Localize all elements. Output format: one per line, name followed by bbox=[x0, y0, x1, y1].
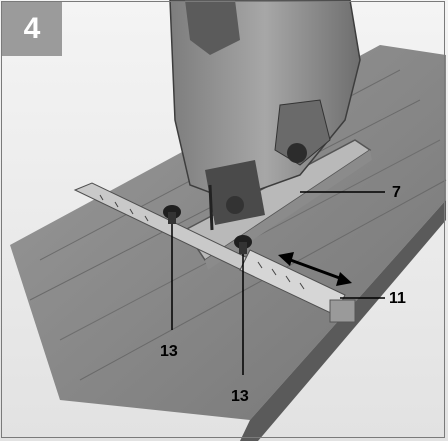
parallel-guide bbox=[73, 182, 356, 323]
figure-number: 4 bbox=[23, 12, 41, 45]
callout-7: 7 bbox=[392, 184, 401, 201]
callout-13-left: 13 bbox=[160, 343, 178, 360]
double-arrow-icon bbox=[278, 252, 352, 286]
locking-knob-left bbox=[163, 205, 181, 224]
callout-11: 11 bbox=[389, 290, 406, 307]
figure-number-badge: 4 bbox=[2, 2, 62, 56]
jigsaw-body bbox=[169, 0, 361, 231]
callout-13-right: 13 bbox=[231, 388, 249, 405]
leader-lines bbox=[171, 191, 385, 375]
locking-knob-right bbox=[234, 235, 252, 254]
